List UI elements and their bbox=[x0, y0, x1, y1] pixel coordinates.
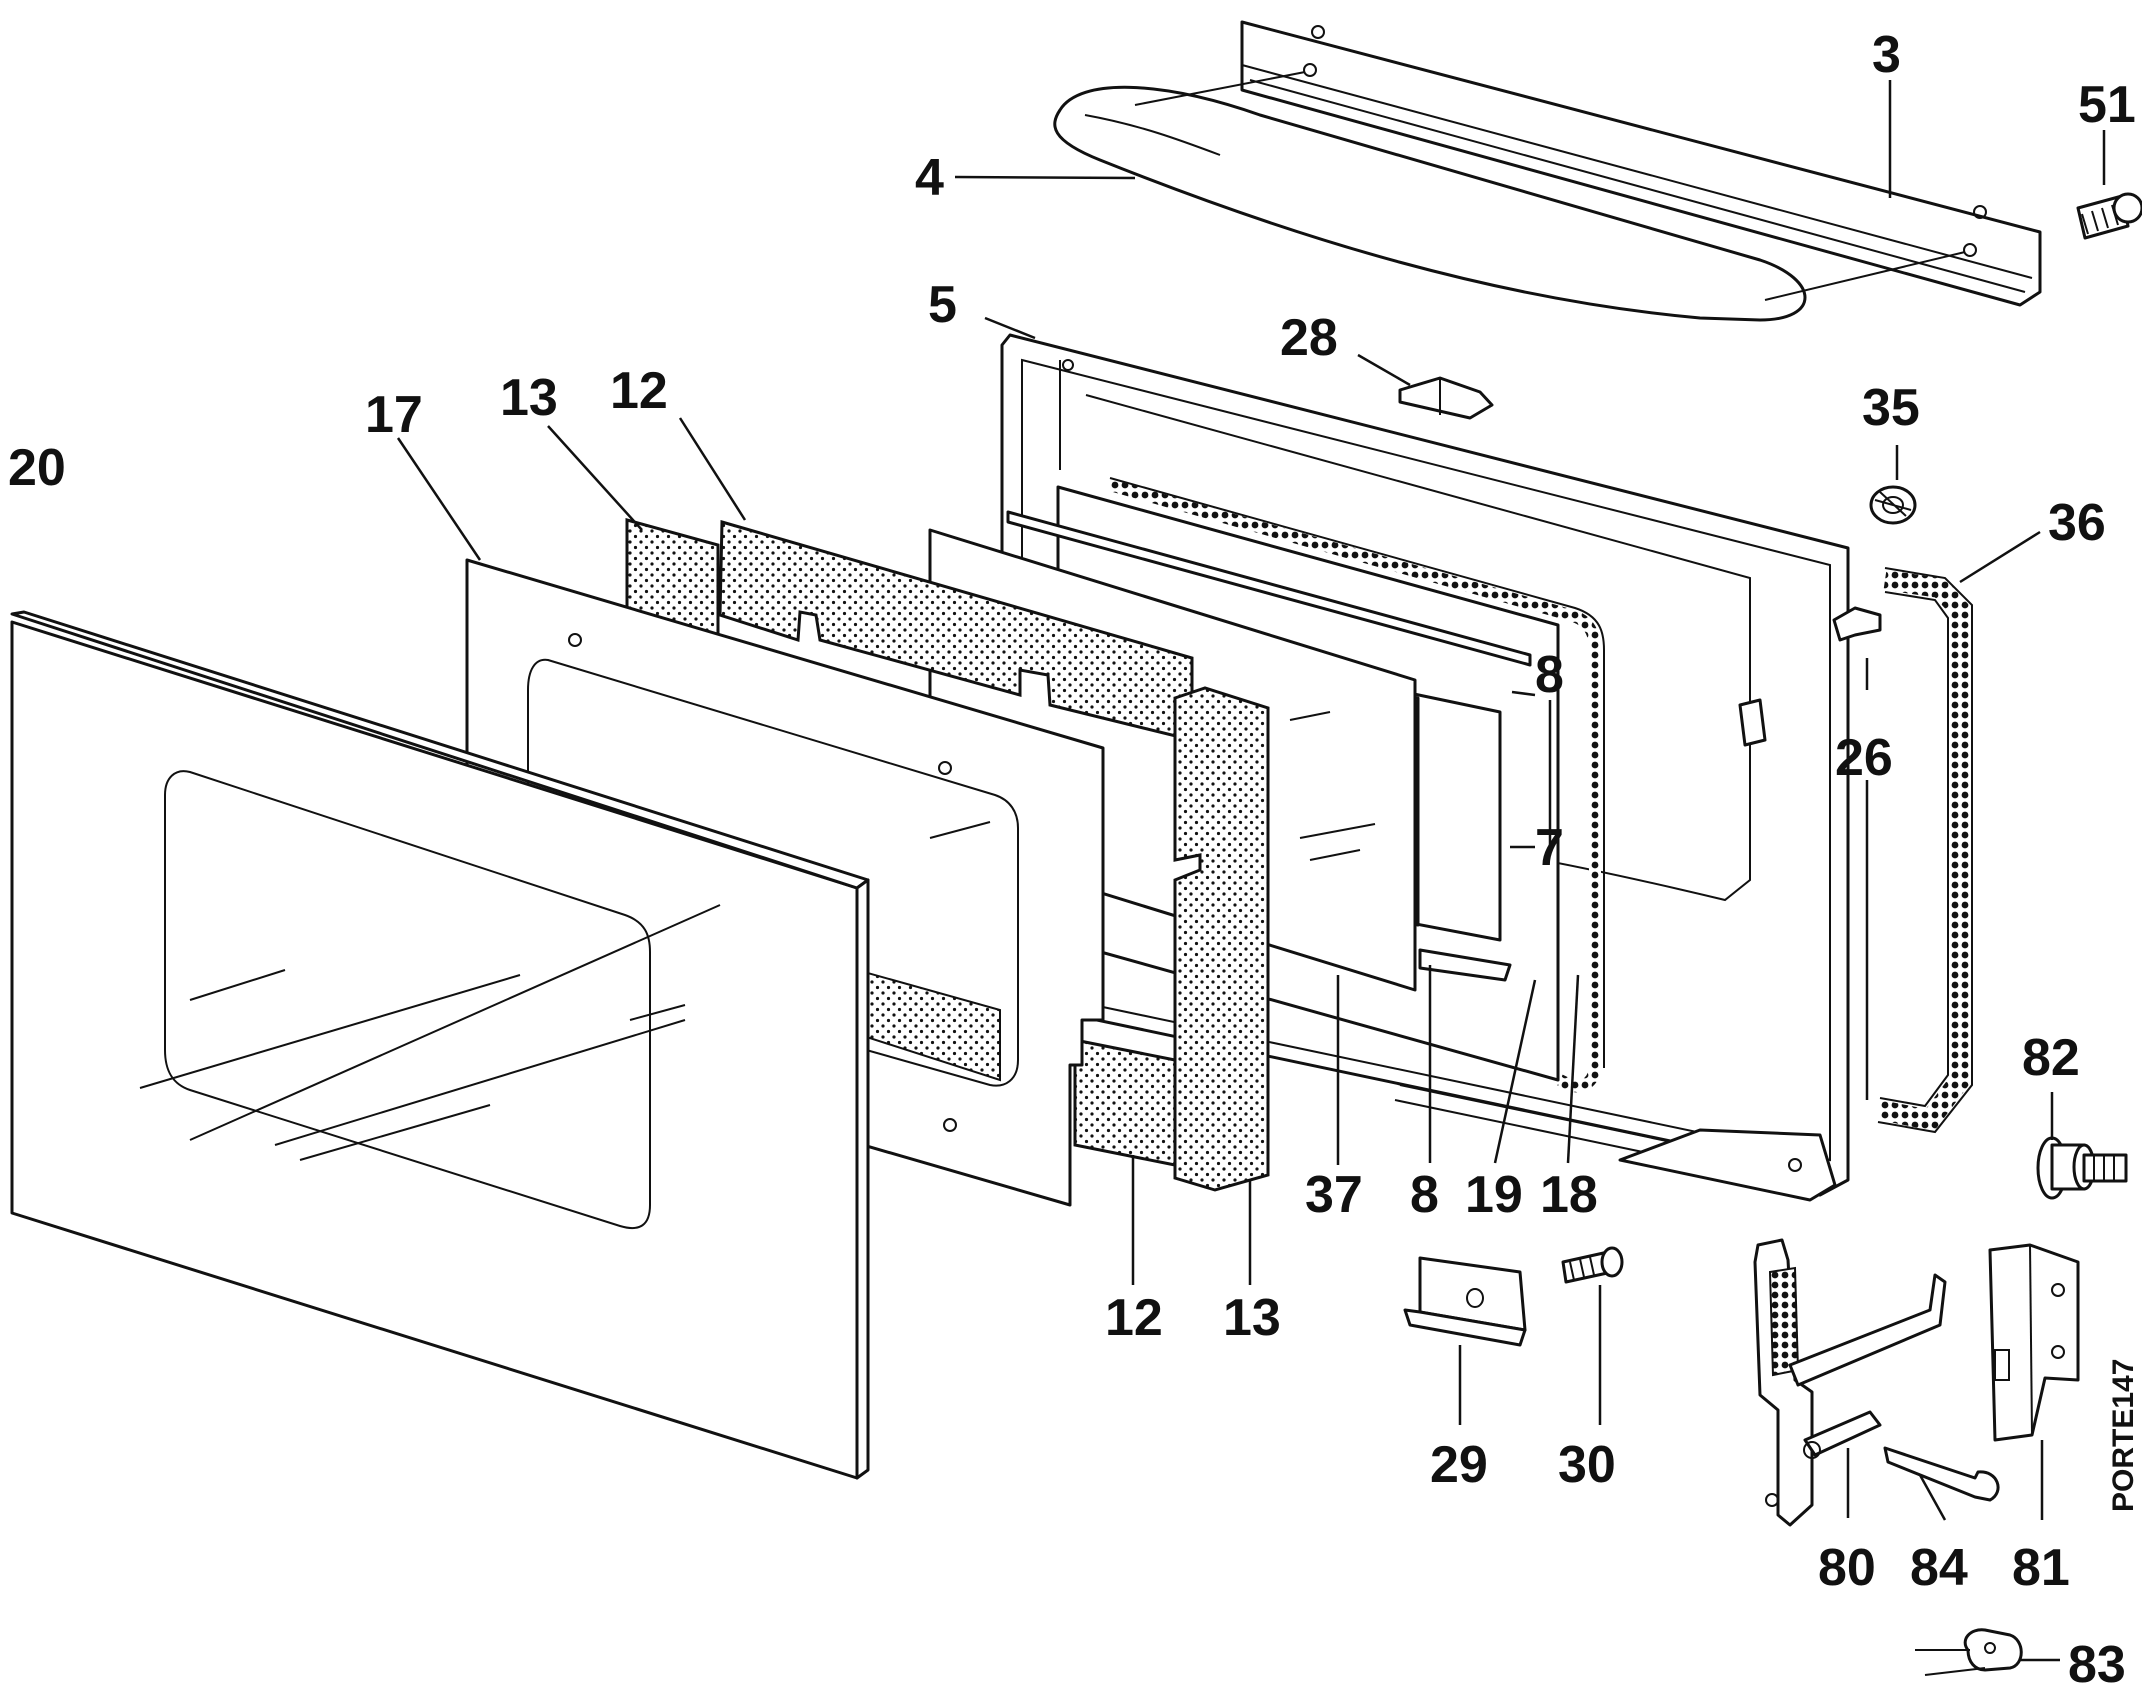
callout-28: 28 bbox=[1280, 309, 1338, 367]
hinge-receiver-81 bbox=[1988, 1243, 2080, 1442]
screw-30 bbox=[1561, 1246, 1624, 1284]
callout-17: 17 bbox=[365, 386, 423, 444]
callout-labels: 3 51 4 5 28 35 36 20 17 13 12 8 26 7 37 … bbox=[8, 26, 2136, 1694]
nut-35 bbox=[1869, 485, 1917, 525]
shoulder-bolt-82 bbox=[2036, 1136, 2128, 1200]
callout-80: 80 bbox=[1818, 1539, 1876, 1597]
callout-51: 51 bbox=[2078, 76, 2136, 134]
callout-4: 4 bbox=[915, 149, 944, 207]
callout-3: 3 bbox=[1872, 26, 1901, 84]
callout-30: 30 bbox=[1558, 1436, 1616, 1494]
clip-28 bbox=[1398, 376, 1494, 420]
callout-81: 81 bbox=[2012, 1539, 2070, 1597]
outer-glass-door-20 bbox=[10, 610, 870, 1480]
braided-gasket bbox=[1877, 567, 1973, 1134]
leader-lines bbox=[396, 80, 2106, 1662]
callout-84: 84 bbox=[1910, 1539, 1968, 1597]
callout-12a: 12 bbox=[610, 362, 668, 420]
bracket-29 bbox=[1403, 1256, 1527, 1347]
callout-5: 5 bbox=[928, 276, 957, 334]
callout-20: 20 bbox=[8, 439, 66, 497]
callout-18: 18 bbox=[1540, 1166, 1598, 1224]
callout-12b: 12 bbox=[1105, 1289, 1163, 1347]
callout-37: 37 bbox=[1305, 1166, 1363, 1224]
callout-19: 19 bbox=[1465, 1166, 1523, 1224]
rail-strip-8-bottom bbox=[1418, 948, 1512, 982]
callout-7: 7 bbox=[1535, 819, 1564, 877]
callout-35: 35 bbox=[1862, 379, 1920, 437]
callout-8a: 8 bbox=[1535, 646, 1564, 704]
callout-8b: 8 bbox=[1410, 1166, 1439, 1224]
top-trim-bar bbox=[1240, 20, 2042, 307]
callout-26: 26 bbox=[1835, 729, 1893, 787]
callout-83: 83 bbox=[2068, 1636, 2126, 1694]
callout-13b: 13 bbox=[1223, 1289, 1281, 1347]
hinge-rod-84 bbox=[1883, 1446, 2000, 1502]
rail-strip-8-top bbox=[1006, 510, 1532, 667]
pin-plate-83 bbox=[1915, 1628, 2023, 1676]
callout-82: 82 bbox=[2022, 1029, 2080, 1087]
hinge-80 bbox=[1753, 1238, 1947, 1527]
callout-29: 29 bbox=[1430, 1436, 1488, 1494]
screw-51 bbox=[2076, 192, 2142, 240]
inner-gasket-18 bbox=[1108, 477, 1605, 1093]
insulation-13-right bbox=[1173, 686, 1270, 1192]
door-handle bbox=[1053, 63, 1977, 322]
drawing-code: PORTE147 bbox=[2107, 1359, 2140, 1512]
insulation-12-lower bbox=[1073, 1038, 1177, 1167]
callout-36: 36 bbox=[2048, 494, 2106, 552]
callout-13a: 13 bbox=[500, 369, 558, 427]
hinge-clip-26 bbox=[1738, 606, 1882, 747]
